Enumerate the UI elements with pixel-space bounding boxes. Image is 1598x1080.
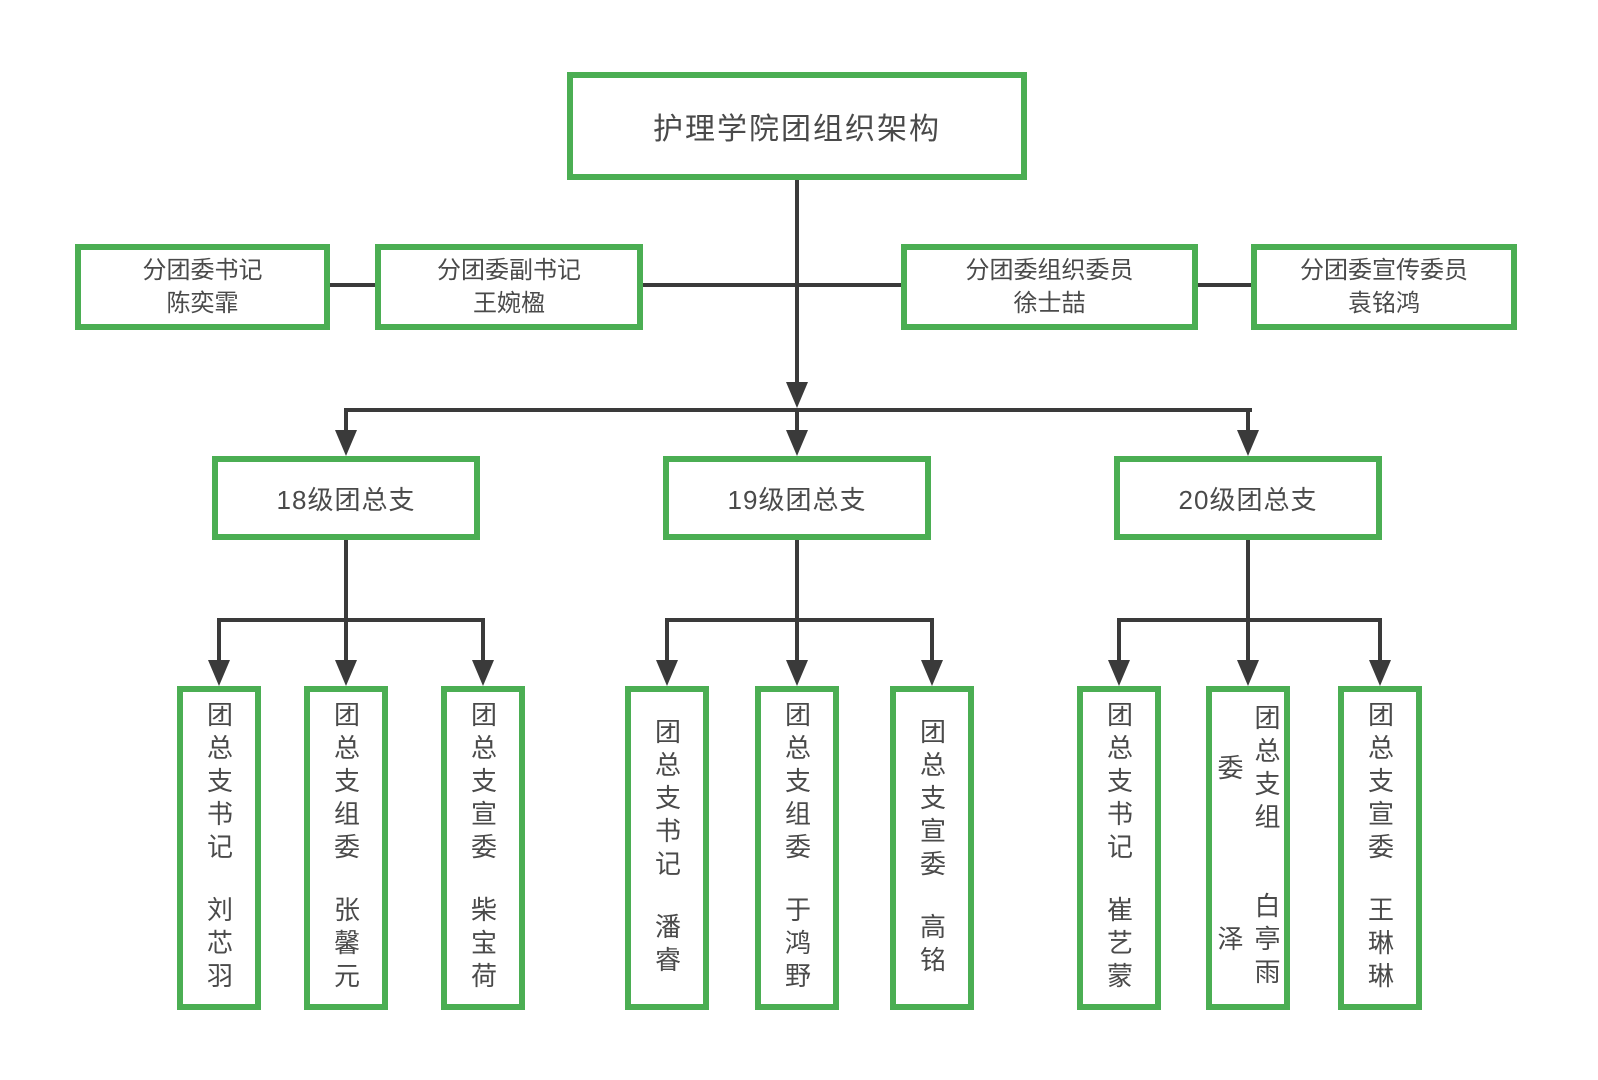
grade-label: 19级团总支 bbox=[727, 484, 867, 515]
arrowhead-trunk bbox=[786, 382, 808, 408]
member-name: 王琳琳 bbox=[1364, 896, 1395, 995]
arrowhead-grade-19 bbox=[786, 430, 808, 456]
committee-role: 分团委组织委员 bbox=[965, 256, 1134, 284]
connector-drop-19-1 bbox=[665, 620, 669, 662]
member-role: 团总支书记 bbox=[651, 717, 682, 883]
connector-drop-20-3 bbox=[1378, 620, 1382, 662]
page-title: 护理学院团组织架构 bbox=[653, 113, 941, 146]
committee-node-organization: 分团委组织委员 徐士喆 bbox=[901, 244, 1198, 330]
grade-node-19: 19级团总支 bbox=[663, 456, 931, 540]
member-role: 团总支组委 bbox=[1214, 704, 1281, 837]
member-node-19-publicity: 团总支宣委 高铭 bbox=[890, 686, 974, 1010]
member-node-18-secretary: 团总支书记 刘芯羽 bbox=[177, 686, 261, 1010]
member-role: 团总支书记 bbox=[203, 701, 234, 866]
member-name: 高铭 bbox=[916, 912, 947, 979]
connector-subtrunk-19 bbox=[795, 540, 799, 662]
connector-drop-grade-20 bbox=[1246, 410, 1250, 432]
member-name: 柴宝荷 bbox=[467, 896, 498, 995]
arrowhead-19-3 bbox=[921, 660, 943, 686]
arrowhead-20-2 bbox=[1237, 660, 1259, 686]
connector-sub-distribution-20 bbox=[1117, 618, 1382, 622]
connector-drop-18-3 bbox=[481, 620, 485, 662]
member-node-19-organization: 团总支组委 于鸿野 bbox=[755, 686, 839, 1010]
connector-sub-distribution-19 bbox=[665, 618, 934, 622]
member-name: 潘睿 bbox=[651, 912, 682, 979]
member-node-18-publicity: 团总支宣委 柴宝荷 bbox=[441, 686, 525, 1010]
committee-node-publicity: 分团委宣传委员 袁铭鸿 bbox=[1251, 244, 1517, 330]
arrowhead-18-2 bbox=[335, 660, 357, 686]
committee-role: 分团委书记 bbox=[142, 256, 263, 284]
member-role: 团总支宣委 bbox=[916, 717, 947, 883]
committee-name: 徐士喆 bbox=[1013, 290, 1086, 317]
arrowhead-grade-20 bbox=[1237, 430, 1259, 456]
member-role: 团总支组委 bbox=[781, 701, 812, 866]
arrowhead-19-2 bbox=[786, 660, 808, 686]
arrowhead-grade-18 bbox=[335, 430, 357, 456]
connector-drop-grade-18 bbox=[344, 410, 348, 432]
member-name: 崔艺蒙 bbox=[1103, 896, 1134, 995]
root-node: 护理学院团组织架构 bbox=[567, 72, 1027, 180]
grade-node-20: 20级团总支 bbox=[1114, 456, 1382, 540]
member-role: 团总支宣委 bbox=[1364, 701, 1395, 866]
committee-role: 分团委副书记 bbox=[437, 256, 581, 284]
arrowhead-20-3 bbox=[1369, 660, 1391, 686]
connector-committee-row bbox=[202, 283, 1384, 287]
committee-name: 袁铭鸿 bbox=[1348, 290, 1420, 317]
member-role: 团总支宣委 bbox=[467, 701, 498, 866]
connector-drop-20-1 bbox=[1117, 620, 1121, 662]
member-name: 张馨元 bbox=[330, 896, 361, 995]
arrowhead-18-1 bbox=[208, 660, 230, 686]
member-name: 于鸿野 bbox=[781, 896, 812, 995]
member-node-20-organization: 团总支组委 白亭雨泽 bbox=[1206, 686, 1290, 1010]
grade-label: 20级团总支 bbox=[1178, 484, 1318, 515]
connector-sub-distribution-18 bbox=[217, 618, 485, 622]
connector-trunk bbox=[795, 178, 799, 382]
member-node-19-secretary: 团总支书记 潘睿 bbox=[625, 686, 709, 1010]
committee-name: 陈奕霏 bbox=[166, 290, 239, 317]
member-node-20-publicity: 团总支宣委 王琳琳 bbox=[1338, 686, 1422, 1010]
arrowhead-20-1 bbox=[1108, 660, 1130, 686]
connector-subtrunk-20 bbox=[1246, 540, 1250, 662]
committee-role: 分团委宣传委员 bbox=[1300, 256, 1468, 284]
grade-node-18: 18级团总支 bbox=[212, 456, 480, 540]
connector-drop-18-1 bbox=[217, 620, 221, 662]
member-role: 团总支组委 bbox=[330, 701, 361, 866]
member-role: 团总支书记 bbox=[1103, 701, 1134, 866]
committee-name: 王婉楹 bbox=[473, 290, 545, 317]
arrowhead-19-1 bbox=[656, 660, 678, 686]
grade-label: 18级团总支 bbox=[276, 484, 416, 515]
member-name: 白亭雨泽 bbox=[1214, 891, 1281, 991]
connector-drop-grade-19 bbox=[795, 410, 799, 432]
arrowhead-18-3 bbox=[472, 660, 494, 686]
connector-subtrunk-18 bbox=[344, 540, 348, 662]
committee-node-deputy-secretary: 分团委副书记 王婉楹 bbox=[375, 244, 643, 330]
committee-node-secretary: 分团委书记 陈奕霏 bbox=[75, 244, 330, 330]
connector-drop-19-3 bbox=[930, 620, 934, 662]
member-node-18-organization: 团总支组委 张馨元 bbox=[304, 686, 388, 1010]
member-name: 刘芯羽 bbox=[203, 896, 234, 995]
member-node-20-secretary: 团总支书记 崔艺蒙 bbox=[1077, 686, 1161, 1010]
